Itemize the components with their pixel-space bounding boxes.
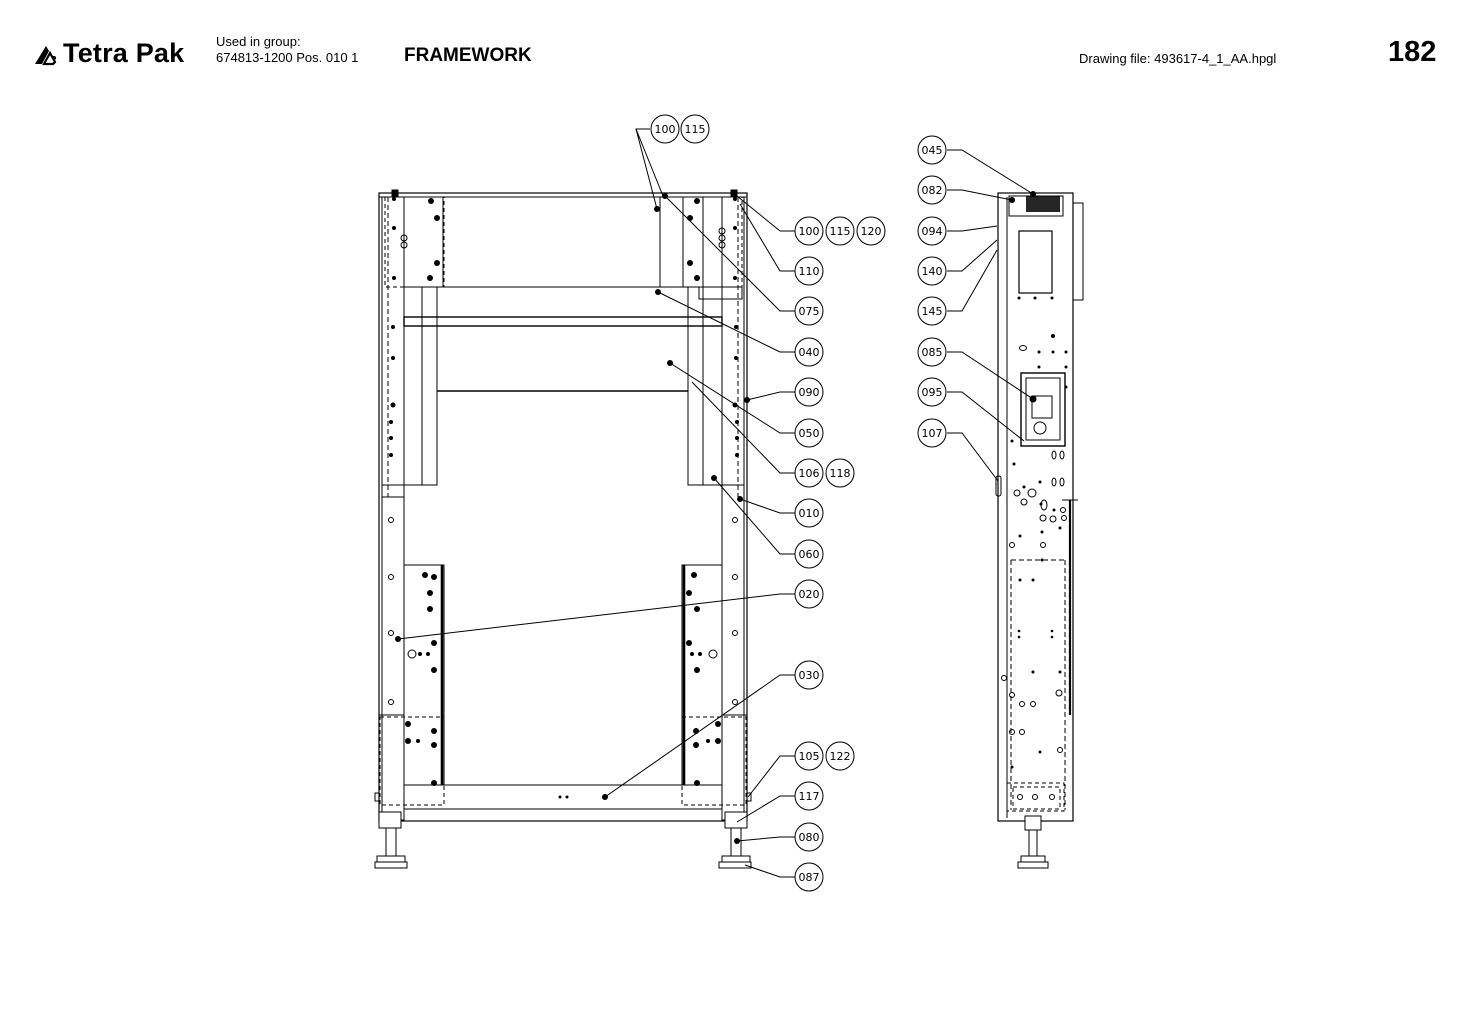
svg-text:107: 107	[922, 427, 943, 440]
callout-106: 106	[794, 458, 824, 488]
svg-text:087: 087	[799, 871, 820, 884]
side-open-holes	[995, 345, 1067, 800]
callout-107: 107	[917, 418, 947, 448]
callout-060: 060	[794, 539, 824, 569]
svg-text:117: 117	[799, 790, 820, 803]
svg-text:100: 100	[799, 225, 820, 238]
tetra-pak-logo: Tetra Pak	[33, 38, 184, 69]
svg-text:106: 106	[799, 467, 820, 480]
svg-text:115: 115	[830, 225, 851, 238]
svg-text:110: 110	[799, 265, 820, 278]
svg-text:082: 082	[922, 184, 943, 197]
callout-120: 120	[856, 216, 886, 246]
used-in-group: Used in group: 674813-1200 Pos. 010 1	[216, 34, 358, 66]
svg-text:105: 105	[799, 750, 820, 763]
callout-050: 050	[794, 418, 824, 448]
svg-text:094: 094	[922, 225, 943, 238]
callout-040: 040	[794, 337, 824, 367]
svg-text:115: 115	[685, 123, 706, 136]
callout-140: 140	[917, 256, 947, 286]
svg-text:060: 060	[799, 548, 820, 561]
drawing-file: Drawing file: 493617-4_1_AA.hpgl	[1079, 51, 1277, 66]
svg-text:040: 040	[799, 346, 820, 359]
leader-dots	[395, 191, 1037, 844]
callout-080: 080	[794, 822, 824, 852]
svg-text:122: 122	[830, 750, 851, 763]
svg-text:095: 095	[922, 386, 943, 399]
callout-030: 030	[794, 660, 824, 690]
callout-095: 095	[917, 377, 947, 407]
callout-110: 110	[794, 256, 824, 286]
svg-text:020: 020	[799, 588, 820, 601]
callout-010: 010	[794, 498, 824, 528]
callout-100: 100	[650, 114, 680, 144]
svg-text:118: 118	[830, 467, 851, 480]
svg-text:010: 010	[799, 507, 820, 520]
svg-text:050: 050	[799, 427, 820, 440]
callout-115: 115	[825, 216, 855, 246]
svg-text:120: 120	[861, 225, 882, 238]
svg-text:030: 030	[799, 669, 820, 682]
page-number: 182	[1388, 36, 1437, 68]
front-holes	[389, 197, 739, 799]
callout-085: 085	[917, 337, 947, 367]
front-view	[374, 189, 752, 869]
callout-118: 118	[825, 458, 855, 488]
leader-lines	[397, 128, 1034, 878]
callout-117: 117	[794, 781, 824, 811]
callout-145: 145	[917, 296, 947, 326]
callout-075: 075	[794, 296, 824, 326]
callout-082: 082	[917, 175, 947, 205]
callout-100: 100	[794, 216, 824, 246]
callout-094: 094	[917, 216, 947, 246]
callout-020: 020	[794, 579, 824, 609]
callout-115: 115	[680, 114, 710, 144]
svg-text:085: 085	[922, 346, 943, 359]
page-title: FRAMEWORK	[404, 45, 532, 66]
brand-name: Tetra Pak	[63, 38, 185, 68]
svg-text:140: 140	[922, 265, 943, 278]
svg-text:145: 145	[922, 305, 943, 318]
svg-text:100: 100	[655, 123, 676, 136]
side-holes	[1010, 296, 1068, 769]
callout-087: 087	[794, 862, 824, 892]
front-open-holes	[388, 227, 738, 705]
left-foot	[374, 811, 408, 869]
tetra-pak-triangle-icon	[35, 45, 57, 65]
svg-text:075: 075	[799, 305, 820, 318]
svg-text:045: 045	[922, 144, 943, 157]
svg-text:090: 090	[799, 386, 820, 399]
callout-045: 045	[917, 135, 947, 165]
side-view	[995, 192, 1084, 869]
used-in-group-label: Used in group:	[216, 34, 301, 49]
svg-text:080: 080	[799, 831, 820, 844]
callout-122: 122	[825, 741, 855, 771]
used-in-group-value: 674813-1200 Pos. 010 1	[216, 50, 359, 65]
callout-balloons: 100 115 100 115 120 110 075 040 090 050 …	[650, 114, 947, 892]
callout-105: 105	[794, 741, 824, 771]
callout-090: 090	[794, 377, 824, 407]
